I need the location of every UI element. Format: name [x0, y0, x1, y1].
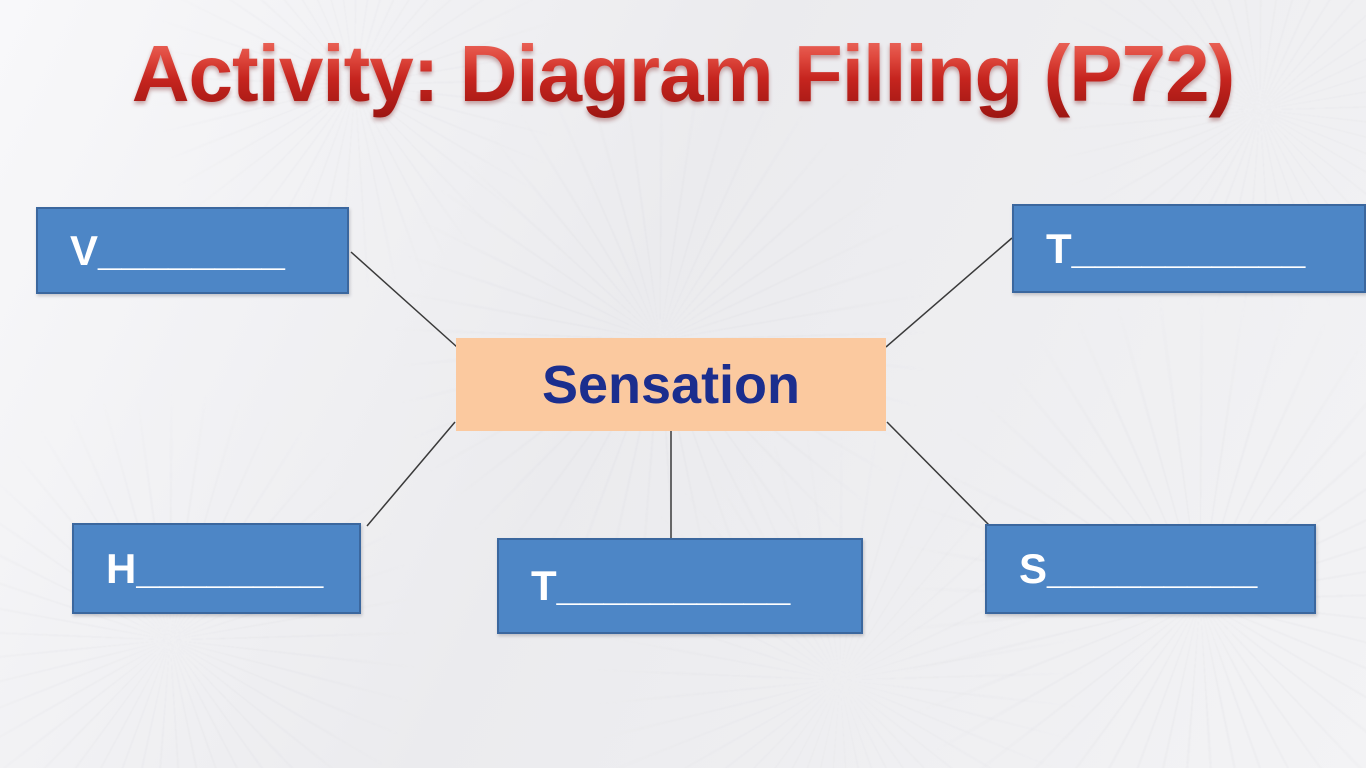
node-bottom-center: T__________	[497, 538, 863, 634]
node-label: V________	[70, 226, 285, 274]
node-label: H________	[106, 544, 324, 592]
node-bottom-left: H________	[72, 523, 361, 614]
slide-title: Activity: Diagram Filling (P72)	[0, 30, 1366, 118]
connector-bottom-left	[366, 421, 456, 527]
node-label: S_________	[1019, 545, 1258, 592]
node-label: T__________	[531, 562, 791, 609]
node-bottom-right: S_________	[985, 524, 1316, 614]
connector-bottom-right	[886, 421, 991, 527]
node-top-left: V________	[36, 207, 349, 294]
node-top-right: T__________	[1012, 204, 1366, 293]
node-label: T__________	[1046, 224, 1306, 272]
center-node-sensation: Sensation	[456, 338, 886, 431]
center-node-label: Sensation	[541, 354, 801, 415]
connector-top-left	[350, 251, 458, 348]
connector-top-right	[885, 237, 1013, 348]
